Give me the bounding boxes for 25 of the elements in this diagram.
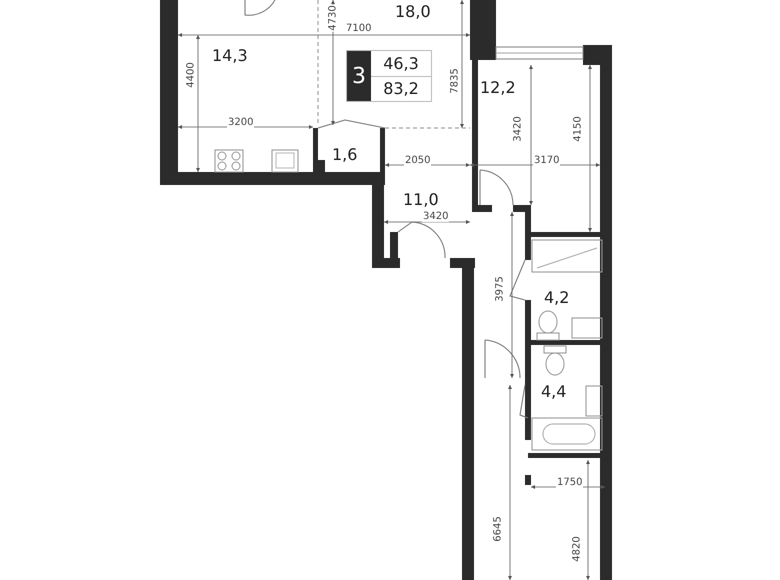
dimension-label: 3170 xyxy=(533,156,560,166)
apartment-info-card xyxy=(346,50,432,102)
room-area-label: 18,0 xyxy=(395,4,431,20)
dimension-label: 3420 xyxy=(514,115,524,143)
area-value: 83,2 xyxy=(371,76,431,101)
dimension-label: 4400 xyxy=(186,61,197,89)
dimension-label: 4150 xyxy=(574,115,584,143)
room-area-label: 4,2 xyxy=(544,290,570,306)
room-area-label: 1,6 xyxy=(332,147,358,163)
dimension-label: 1750 xyxy=(556,478,584,488)
dimension-label: 7100 xyxy=(345,24,372,34)
dimension-label: 6645 xyxy=(494,515,504,543)
room-area-label: 14,3 xyxy=(212,48,248,64)
dimension-label: 3975 xyxy=(496,275,506,303)
dimension-label: 2050 xyxy=(404,156,432,166)
room-count: 3 xyxy=(347,51,371,101)
dimension-label: 3420 xyxy=(422,212,450,222)
dimension-label: 4820 xyxy=(572,535,583,563)
room-area-label: 12,2 xyxy=(480,80,516,96)
room-area-label: 4,4 xyxy=(541,384,566,400)
room-area-label: 11,0 xyxy=(403,192,439,208)
area-value: 46,3 xyxy=(382,52,420,75)
dimension-label: 7835 xyxy=(450,67,461,95)
dimension-label: 3200 xyxy=(227,118,254,128)
dimension-label: 4730 xyxy=(328,4,339,32)
